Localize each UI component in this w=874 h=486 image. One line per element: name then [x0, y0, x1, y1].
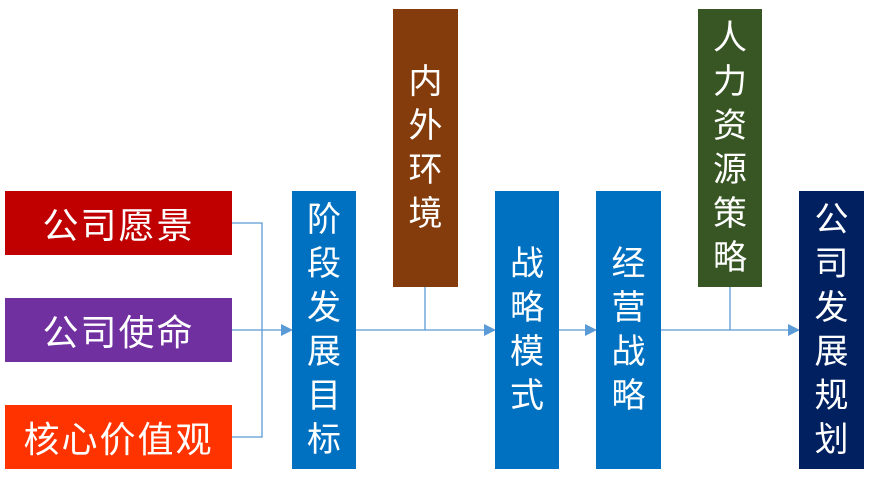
node-business-strategy-label-char: 营: [611, 288, 646, 328]
edge-vision-to-goals: [232, 222, 263, 330]
node-hr-strategy-label-char: 力: [713, 62, 747, 102]
node-vision: 公司愿景: [5, 191, 232, 255]
node-stage-goals-label-char: 标: [307, 420, 341, 460]
node-hr-strategy-label-char: 策: [713, 194, 747, 234]
node-strategy-mode-label-char: 战: [510, 244, 544, 284]
node-environment-label-char: 内: [408, 62, 443, 102]
node-dev-plan-label-char: 规: [814, 376, 849, 416]
node-core-values: 核心价值观: [5, 405, 232, 469]
node-environment-label-char: 外: [408, 106, 443, 146]
node-dev-plan: 公司发展规划: [799, 191, 864, 469]
node-vision-label: 公司愿景: [42, 206, 195, 247]
node-mission: 公司使命: [5, 298, 232, 362]
node-stage-goals-label-char: 段: [307, 244, 341, 284]
node-stage-goals-label-char: 发: [307, 288, 341, 328]
node-business-strategy-label-char: 略: [611, 376, 646, 416]
node-hr-strategy-label-char: 略: [713, 238, 747, 278]
node-environment-label-char: 环: [408, 150, 443, 190]
node-dev-plan-label-char: 公: [814, 200, 849, 240]
edge-values-to-goals: [232, 330, 263, 438]
node-environment: 内外环境: [393, 9, 458, 287]
node-hr-strategy: 人力资源策略: [698, 9, 762, 287]
node-hr-strategy-label-char: 源: [713, 150, 747, 190]
node-hr-strategy-label-char: 人: [713, 18, 747, 58]
node-stage-goals-label-char: 展: [307, 332, 341, 372]
node-stage-goals: 阶段发展目标: [292, 191, 356, 469]
node-dev-plan-label-char: 划: [814, 420, 849, 460]
node-mission-label: 公司使命: [42, 313, 195, 354]
node-core-values-label: 核心价值观: [23, 420, 214, 461]
node-strategy-mode-label-char: 略: [510, 288, 544, 328]
node-stage-goals-label-char: 阶: [307, 200, 341, 240]
node-strategy-mode: 战略模式: [495, 191, 559, 469]
node-business-strategy-label-char: 战: [611, 332, 646, 372]
node-dev-plan-label-char: 展: [814, 332, 849, 372]
node-business-strategy-label-char: 经: [611, 244, 646, 284]
node-stage-goals-label-char: 目: [307, 376, 341, 416]
node-environment-label-char: 境: [408, 194, 443, 234]
node-business-strategy: 经营战略: [596, 191, 661, 469]
node-dev-plan-label-char: 发: [814, 288, 849, 328]
node-hr-strategy-label-char: 资: [713, 106, 747, 146]
node-dev-plan-label-char: 司: [814, 244, 849, 284]
node-strategy-mode-label-char: 式: [510, 376, 544, 416]
node-strategy-mode-label-char: 模: [510, 332, 544, 372]
